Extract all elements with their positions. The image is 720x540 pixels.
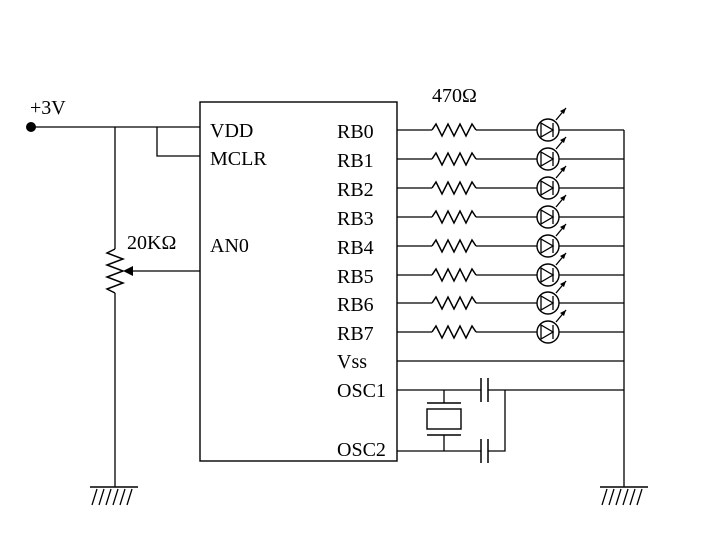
led-icon <box>536 194 567 229</box>
resistor-icon <box>431 238 477 254</box>
ground-icon-left <box>90 486 138 506</box>
led-diode-triangle <box>540 121 555 139</box>
led-ray-arrow <box>560 310 566 316</box>
led-body <box>536 205 560 229</box>
resistor-icon <box>431 324 477 340</box>
wiper-arrow-icon <box>123 266 133 276</box>
channel-rb1 <box>397 136 624 171</box>
led-channels <box>397 107 624 344</box>
pin-rb5-label: RB5 <box>337 266 374 288</box>
led-icon <box>536 165 567 200</box>
led-diode-triangle <box>540 208 555 226</box>
led-body <box>536 118 560 142</box>
potentiometer-label: 20KΩ <box>127 232 176 254</box>
led-body <box>536 176 560 200</box>
resistor-icon <box>431 151 477 167</box>
pin-osc2-label: OSC2 <box>337 439 386 461</box>
osc2-cap-out-wire <box>488 390 506 452</box>
led-icon <box>536 223 567 258</box>
channel-rb4 <box>397 223 624 258</box>
led-diode-triangle <box>540 294 555 312</box>
channel-rb0 <box>397 107 624 142</box>
pin-an0-label: AN0 <box>210 235 249 257</box>
led-body <box>536 234 560 258</box>
led-diode-triangle <box>540 323 555 341</box>
led-ray-arrow <box>560 224 566 230</box>
led-icon <box>536 136 567 171</box>
pin-rb2-label: RB2 <box>337 179 374 201</box>
led-body <box>536 291 560 315</box>
led-icon <box>536 107 567 142</box>
pin-rb6-label: RB6 <box>337 294 374 316</box>
mclr-tie-wire <box>156 127 200 157</box>
resistor-icon <box>431 267 477 283</box>
led-icon <box>536 280 567 315</box>
led-icon <box>536 309 567 344</box>
led-diode-triangle <box>540 237 555 255</box>
pin-mclr-label: MCLR <box>210 148 267 170</box>
led-diode-triangle <box>540 179 555 197</box>
led-diode-triangle <box>540 266 555 284</box>
potentiometer-icon <box>104 248 126 294</box>
led-diode-triangle <box>540 150 555 168</box>
led-icon <box>536 252 567 287</box>
crystal-icon <box>426 390 462 451</box>
pin-rb4-label: RB4 <box>337 237 374 259</box>
resistor-icon <box>431 180 477 196</box>
led-ray-arrow <box>560 195 566 201</box>
channel-rb5 <box>397 252 624 287</box>
pin-vss-label: Vss <box>337 351 367 373</box>
channel-rb2 <box>397 165 624 200</box>
resistor-icon <box>431 122 477 138</box>
resistor-icon <box>431 209 477 225</box>
pin-rb3-label: RB3 <box>337 208 374 230</box>
led-ray-arrow <box>560 281 566 287</box>
led-body <box>536 320 560 344</box>
channel-rb7 <box>397 309 624 344</box>
pin-vdd-label: VDD <box>210 120 253 142</box>
led-ray-arrow <box>560 253 566 259</box>
pin-rb7-label: RB7 <box>337 323 374 345</box>
supply-label: +3V <box>30 97 66 119</box>
led-ray-arrow <box>560 108 566 114</box>
mcu-chip <box>199 101 398 462</box>
resistor-icon <box>431 295 477 311</box>
channel-rb3 <box>397 194 624 229</box>
channel-rb6 <box>397 280 624 315</box>
ground-icon-right <box>600 486 648 506</box>
led-body <box>536 263 560 287</box>
pin-rb0-label: RB0 <box>337 121 374 143</box>
pin-rb1-label: RB1 <box>337 150 374 172</box>
led-ray-arrow <box>560 166 566 172</box>
resistor-label: 470Ω <box>432 85 477 107</box>
pin-osc1-label: OSC1 <box>337 380 386 402</box>
led-body <box>536 147 560 171</box>
led-ray-arrow <box>560 137 566 143</box>
